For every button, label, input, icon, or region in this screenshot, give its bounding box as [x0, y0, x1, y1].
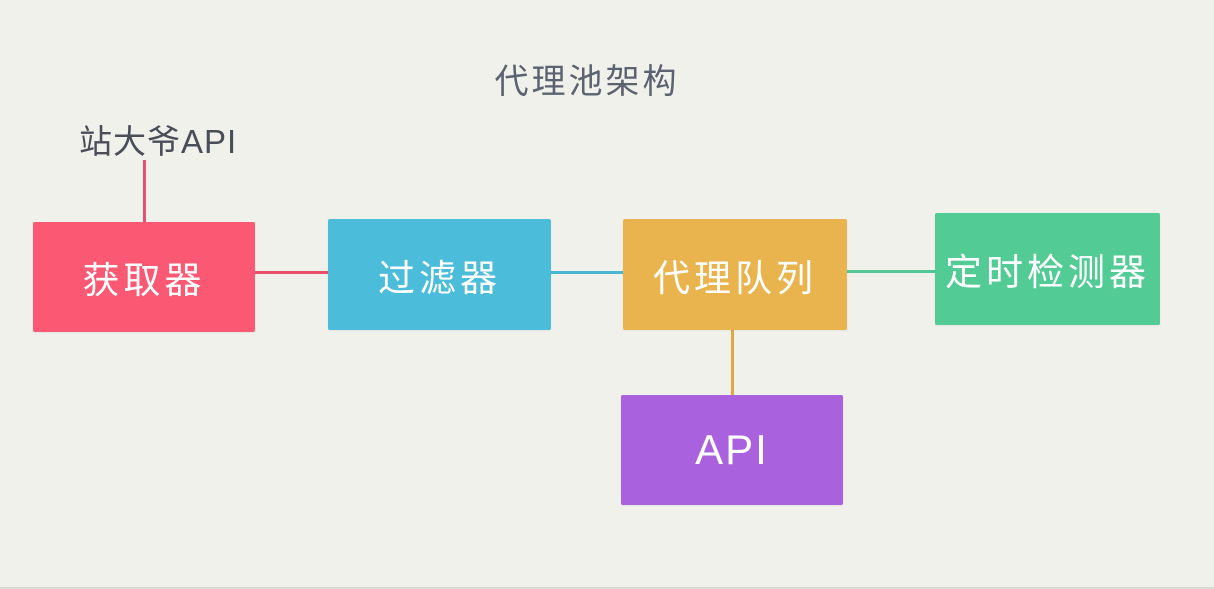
node-scheduled-detector: 定时检测器	[935, 213, 1160, 325]
edge-queue-to-api	[731, 330, 734, 395]
node-filter: 过滤器	[328, 219, 551, 330]
node-fetcher: 获取器	[33, 222, 255, 332]
edge-filter-to-queue	[551, 271, 625, 274]
diagram-title: 代理池架构	[494, 63, 680, 101]
edge-source-to-fetcher	[143, 160, 146, 222]
edge-queue-to-detector	[847, 270, 935, 273]
node-proxy-queue: 代理队列	[623, 219, 847, 330]
edge-fetcher-to-filter	[255, 271, 328, 274]
node-api: API	[621, 395, 843, 505]
source-api-label: 站大爷API	[79, 123, 238, 160]
